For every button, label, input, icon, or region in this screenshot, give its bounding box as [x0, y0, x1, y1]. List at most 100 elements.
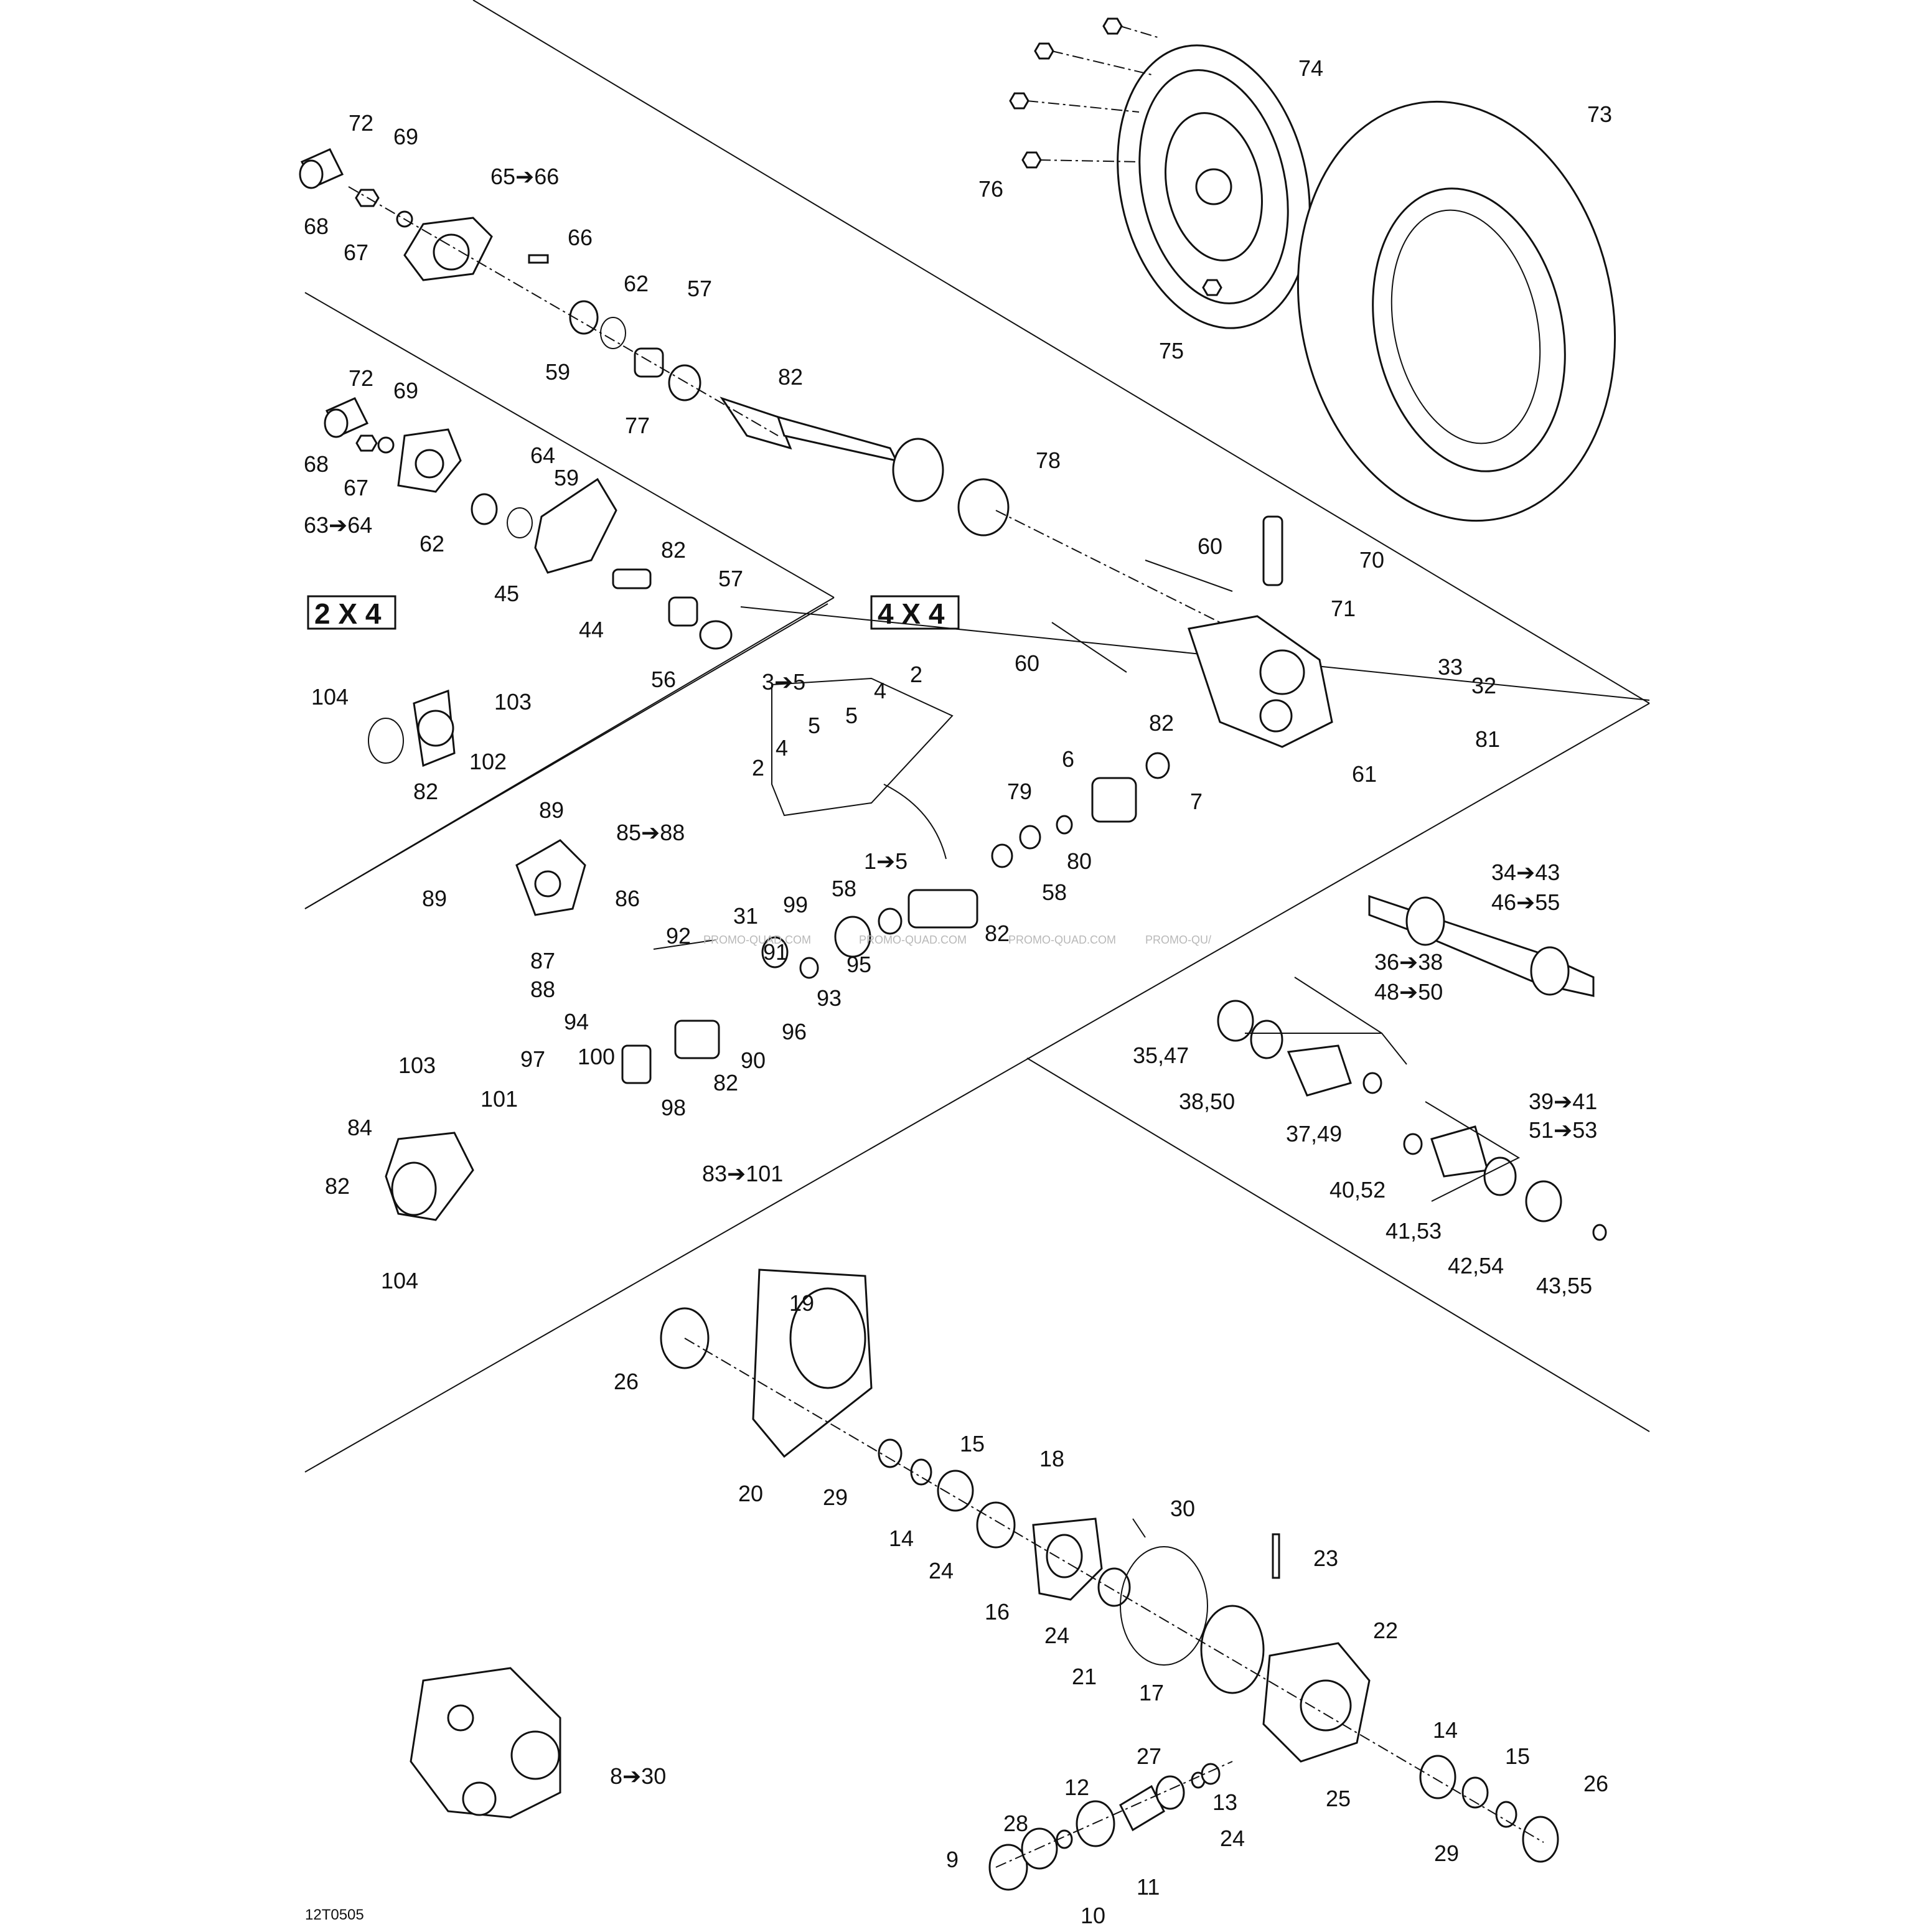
callout-label: 89: [422, 886, 447, 911]
callout-label: 24: [1220, 1826, 1245, 1851]
callout-label: 70: [1359, 547, 1384, 573]
callout-label: 56: [651, 667, 676, 692]
callout-label: 71: [1331, 596, 1356, 621]
watermark: PROMO-QUAD.COM: [859, 934, 967, 946]
callout-label: 62: [420, 531, 444, 556]
callout-label: 24: [929, 1558, 954, 1583]
callout-label: 74: [1298, 55, 1323, 81]
callout-label: 82: [1149, 710, 1174, 736]
callout-label: 43,55: [1536, 1273, 1592, 1298]
tire-part: [1297, 100, 1616, 522]
shift-actuator-assembly: [385, 839, 871, 1221]
callout-label: 104: [311, 684, 349, 710]
callout-label: 35,47: [1133, 1043, 1189, 1068]
callout-label: 72: [349, 365, 373, 391]
callout-label: 79: [1007, 779, 1032, 804]
two-wd-hub-assembly: [324, 397, 733, 650]
callout-label: 99: [783, 892, 808, 917]
callout-label: 101: [481, 1086, 518, 1112]
callout-label: 2: [910, 662, 922, 687]
drawing-code: 12T0505: [305, 1906, 364, 1923]
callout-label: 69: [393, 378, 418, 403]
callout-label: 100: [578, 1044, 615, 1069]
callout-label: 68: [304, 451, 329, 477]
callout-label: 8➔30: [610, 1763, 666, 1789]
callout-label: 33: [1438, 654, 1463, 680]
callout-label: 3➔5: [762, 669, 805, 695]
callout-label: 61: [1352, 761, 1377, 787]
callout-label: 20: [738, 1481, 763, 1506]
section-dividers: [304, 0, 1650, 1473]
callout-label: 64: [530, 443, 555, 468]
callout-label: 14: [889, 1526, 914, 1551]
cv-axle-assembly: [1217, 894, 1607, 1241]
callout-label: 96: [782, 1019, 807, 1044]
callout-label: 27: [1137, 1743, 1161, 1769]
callout-label: 57: [718, 566, 743, 591]
callout-label: 23: [1313, 1545, 1338, 1571]
rear-differential-exploded: [660, 1268, 1559, 1863]
callout-label: 29: [823, 1484, 848, 1510]
variant-label-boxes: [307, 595, 960, 630]
callout-label: 62: [624, 271, 649, 296]
callout-label: 59: [545, 359, 570, 385]
callout-label: 86: [615, 886, 640, 911]
callout-label: 17: [1139, 1680, 1164, 1705]
callout-label: 39➔41: [1529, 1089, 1597, 1114]
label-2x4: 2 X 4: [314, 598, 382, 630]
callout-label: 69: [393, 124, 418, 149]
callout-label: 7: [1190, 789, 1203, 814]
callout-label: 19: [789, 1290, 814, 1316]
callout-label: 75: [1159, 338, 1184, 363]
callout-label: 40,52: [1329, 1177, 1386, 1203]
callout-label: 42,54: [1448, 1253, 1504, 1278]
callout-label: 92: [666, 923, 691, 949]
callout-label: 59: [554, 465, 579, 490]
callout-label: 26: [1583, 1771, 1608, 1796]
callout-label: 103: [398, 1053, 436, 1078]
callout-label: 63➔64: [304, 512, 372, 538]
callout-label: 44: [579, 617, 604, 642]
callout-label: 84: [347, 1115, 372, 1140]
callout-label: 82: [325, 1173, 350, 1199]
callout-label: 67: [344, 240, 368, 265]
callout-label: 102: [469, 749, 507, 774]
callout-label: 82: [413, 779, 438, 804]
callout-label: 98: [661, 1095, 686, 1120]
callout-label: 41,53: [1386, 1218, 1442, 1244]
callout-label: 81: [1475, 726, 1500, 752]
callout-label: 45: [494, 581, 519, 606]
oil-seal-group: [368, 689, 456, 767]
watermark: PROMO-QUAD.COM: [1008, 934, 1116, 946]
callout-label: 34➔43: [1491, 860, 1560, 885]
callout-label: 22: [1373, 1618, 1398, 1643]
callout-label: 90: [741, 1048, 766, 1073]
label-4x4: 4 X 4: [878, 598, 945, 630]
callout-label: 26: [614, 1369, 639, 1394]
callout-label: 103: [494, 689, 532, 715]
callout-label: 30: [1170, 1496, 1195, 1521]
callout-label: 83➔101: [702, 1161, 783, 1186]
callout-label: 80: [1067, 848, 1092, 874]
callout-label: 68: [304, 213, 329, 239]
callout-label: 51➔53: [1529, 1117, 1597, 1143]
callout-label: 15: [1505, 1743, 1530, 1769]
front-differential: [1051, 515, 1333, 748]
callout-label: 58: [1042, 879, 1067, 905]
callout-label: 4: [776, 735, 788, 761]
callout-label: 48➔50: [1374, 979, 1443, 1005]
callout-label: 73: [1587, 101, 1612, 127]
callout-label: 65➔66: [490, 164, 559, 189]
callout-label: 6: [1062, 746, 1074, 772]
callout-label: 24: [1044, 1623, 1069, 1648]
callout-label: 5: [845, 703, 858, 728]
pinion-stack: [988, 1761, 1233, 1891]
callout-label: 93: [817, 985, 842, 1011]
callout-label: 67: [344, 475, 368, 500]
callout-label: 58: [832, 876, 856, 901]
front-driveshaft: [776, 415, 1221, 623]
callout-label: 18: [1039, 1446, 1064, 1471]
callout-label: 36➔38: [1374, 949, 1443, 975]
callout-label: 9: [946, 1847, 959, 1872]
